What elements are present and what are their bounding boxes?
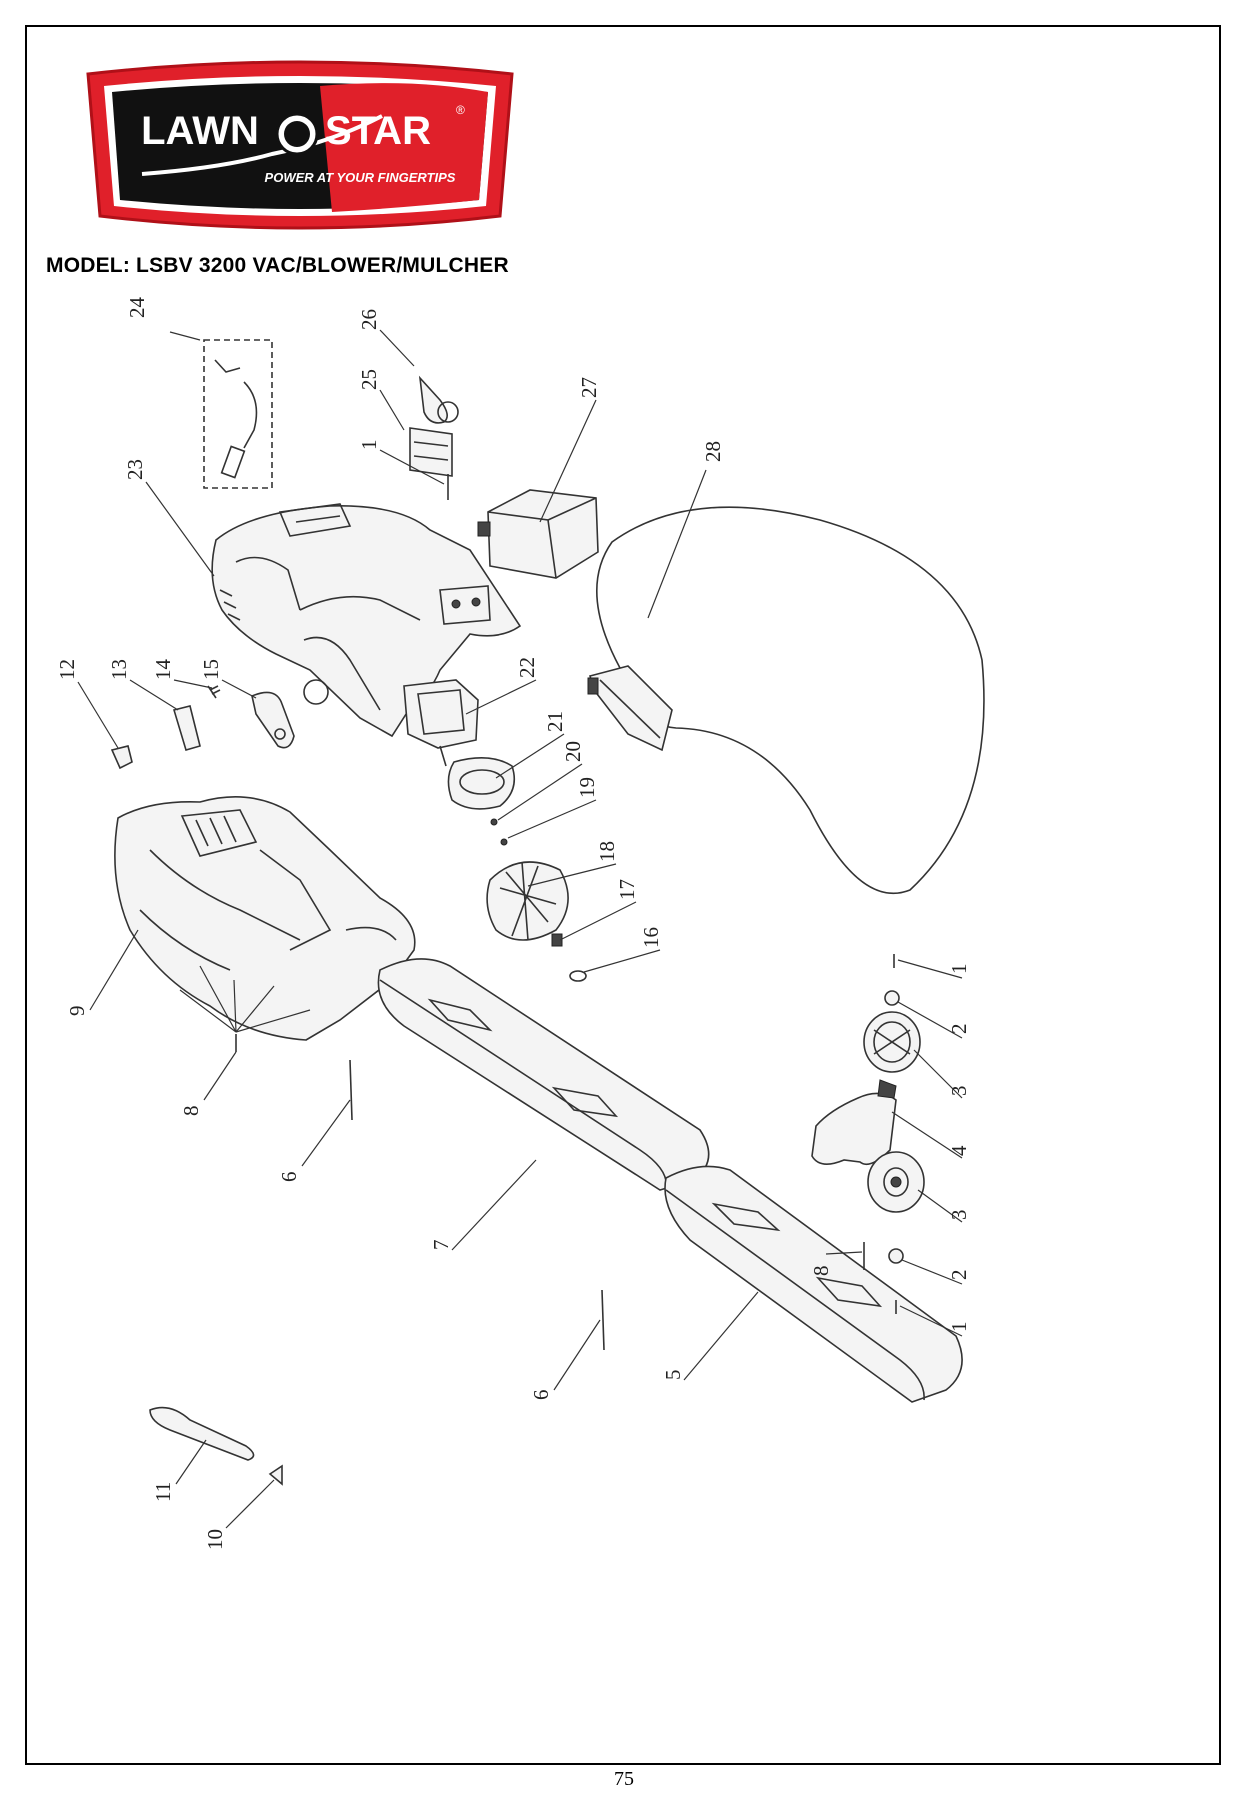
part-16-cap bbox=[569, 949, 661, 982]
callout-14: 14 bbox=[151, 659, 175, 681]
callout-6-right: 6 bbox=[529, 1390, 553, 1401]
logo-tagline: POWER AT YOUR FINGERTIPS bbox=[265, 170, 456, 185]
callout-28: 28 bbox=[701, 441, 725, 462]
callout-17: 17 bbox=[615, 879, 639, 900]
callout-5: 5 bbox=[661, 1370, 685, 1381]
part-8-housing-screw bbox=[203, 1034, 237, 1101]
page-border bbox=[25, 25, 1221, 1765]
page-number: 75 bbox=[614, 1768, 634, 1790]
callout-4: 4 bbox=[947, 1145, 971, 1156]
callout-16: 16 bbox=[639, 927, 663, 948]
part-15-selector-lever bbox=[221, 679, 295, 749]
part-12-trigger bbox=[77, 681, 133, 770]
callout-6-left: 6 bbox=[277, 1172, 301, 1183]
part-25-switch-plate bbox=[379, 389, 453, 477]
part-26-switch-lever bbox=[379, 329, 459, 424]
callout-9: 9 bbox=[65, 1006, 89, 1017]
callout-15: 15 bbox=[199, 659, 223, 680]
part-4-wheel-bracket bbox=[811, 1079, 963, 1166]
callout-20: 20 bbox=[561, 741, 585, 762]
part-28-collection-bag bbox=[587, 469, 985, 895]
callout-8-left: 8 bbox=[179, 1106, 203, 1117]
part-13-lock-button bbox=[129, 679, 201, 751]
part-1-screw-top bbox=[379, 449, 449, 500]
part-21-motor-mount bbox=[447, 733, 565, 810]
callout-2-upper: 2 bbox=[947, 1024, 971, 1035]
logo-word-star: STAR bbox=[325, 109, 431, 153]
callout-2-lower: 2 bbox=[947, 1270, 971, 1281]
part-3-wheel-lower bbox=[867, 1151, 963, 1223]
callout-12: 12 bbox=[55, 659, 79, 680]
part-22-motor bbox=[403, 679, 537, 767]
part-18-impeller bbox=[486, 861, 617, 941]
logo-registered-mark: ® bbox=[456, 103, 465, 117]
callout-7: 7 bbox=[429, 1240, 453, 1251]
callout-1-wheel-top: 1 bbox=[947, 964, 971, 975]
part-2-nut-lower bbox=[888, 1248, 963, 1285]
callout-19: 19 bbox=[575, 777, 599, 798]
part-8-wheel-screw bbox=[825, 1242, 865, 1270]
callout-25: 25 bbox=[357, 369, 381, 390]
part-19-washer bbox=[500, 799, 597, 846]
part-17-nut bbox=[551, 901, 637, 947]
part-11-strap bbox=[149, 1406, 255, 1485]
callout-23: 23 bbox=[123, 459, 147, 480]
callout-22: 22 bbox=[515, 657, 539, 678]
part-14-spring bbox=[173, 679, 221, 699]
callout-1-top: 1 bbox=[357, 440, 381, 451]
part-23-upper-housing bbox=[145, 481, 522, 738]
part-24-power-cord bbox=[169, 331, 273, 489]
callout-3-lower: 3 bbox=[947, 1210, 971, 1221]
model-title: MODEL: LSBV 3200 VAC/BLOWER/MULCHER bbox=[46, 254, 509, 277]
callout-24: 24 bbox=[125, 297, 149, 319]
part-6-pin-right bbox=[553, 1289, 605, 1391]
callout-26: 26 bbox=[357, 309, 381, 330]
part-6-pin-left bbox=[301, 1059, 353, 1167]
callout-8-right: 8 bbox=[809, 1266, 833, 1277]
callout-3-upper: 3 bbox=[947, 1086, 971, 1097]
callout-18: 18 bbox=[595, 841, 619, 862]
part-2-nut-upper bbox=[884, 990, 963, 1039]
part-9-lower-housing bbox=[89, 796, 416, 1041]
part-5-lower-tube bbox=[664, 1165, 963, 1403]
callout-10: 10 bbox=[203, 1529, 227, 1550]
exploded-parts-diagram: 24 26 25 1 27 28 bbox=[0, 290, 1248, 1630]
logo-word-lawn: LAWN bbox=[141, 109, 259, 153]
part-1-axle-pin-upper bbox=[893, 954, 963, 979]
lawnstar-logo: LAWN STAR ® POWER AT YOUR FINGERTIPS bbox=[82, 56, 518, 234]
callout-27: 27 bbox=[577, 377, 601, 398]
callout-13: 13 bbox=[107, 659, 131, 680]
part-3-wheel-upper bbox=[863, 1011, 963, 1099]
part-20-shaft-washer bbox=[490, 763, 583, 826]
part-10-cord-hook bbox=[225, 1464, 283, 1529]
callout-1-wheel-bottom: 1 bbox=[947, 1322, 971, 1333]
callout-21: 21 bbox=[543, 711, 567, 732]
part-7-upper-tube bbox=[377, 958, 710, 1251]
part-1-axle-pin-lower bbox=[895, 1300, 963, 1337]
part-27-intake-adapter bbox=[477, 399, 599, 579]
callout-11: 11 bbox=[151, 1482, 175, 1502]
